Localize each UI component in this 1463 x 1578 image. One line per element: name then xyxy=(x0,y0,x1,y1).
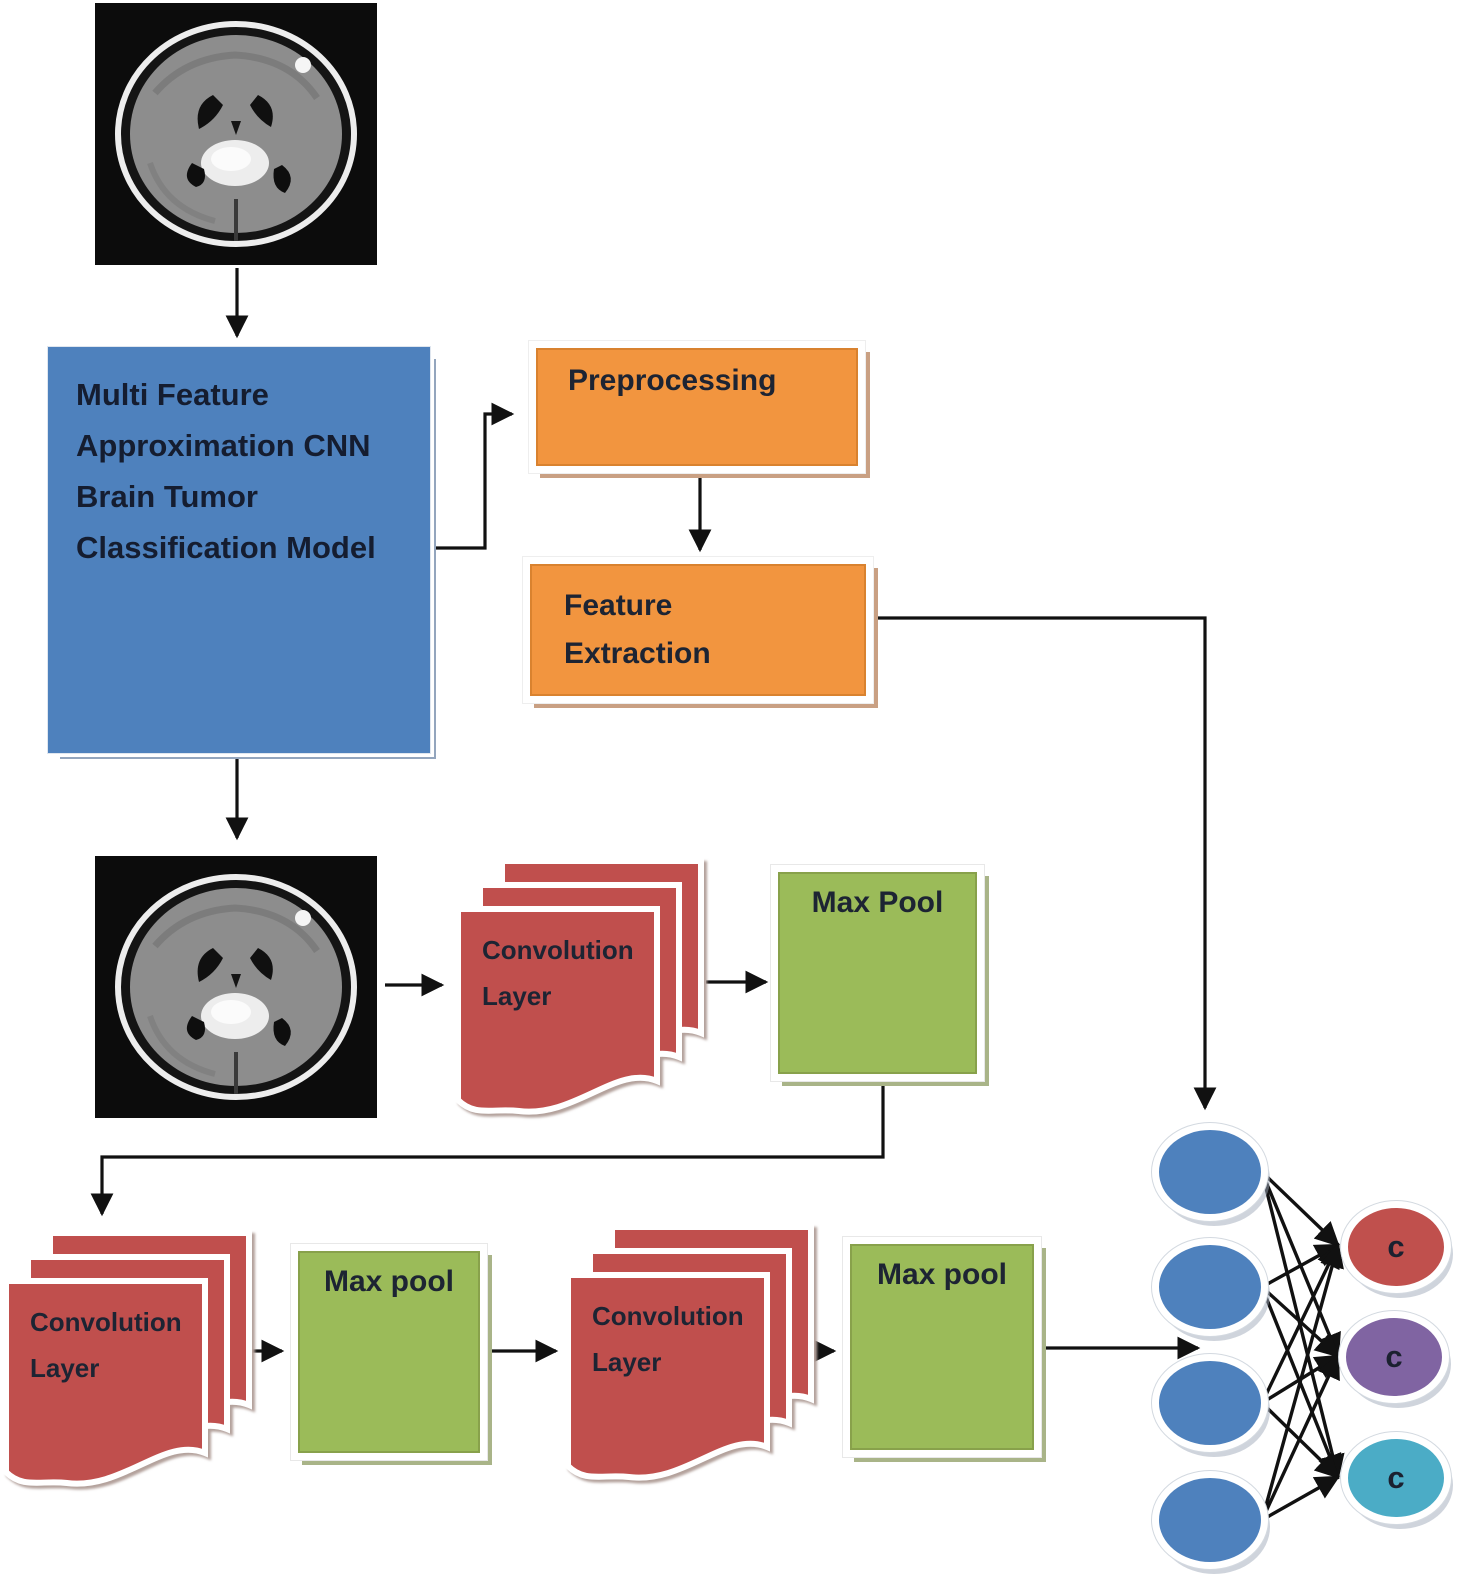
output-node-label: c xyxy=(1387,1229,1405,1264)
model-title-box: Multi Feature Approximation CNN Brain Tu… xyxy=(47,346,431,754)
convolution-layer-stack-1: Convolution Layer xyxy=(455,858,704,1115)
preprocessing-box: Preprocessing xyxy=(528,340,866,474)
convolution-layer-stack-3: Convolution Layer xyxy=(565,1224,814,1481)
max-pool-box-2: Max pool xyxy=(290,1243,488,1461)
max-pool-box-3: Max pool xyxy=(842,1236,1042,1458)
feature-extraction-label: Feature xyxy=(564,589,673,622)
model-title-line: Approximation CNN xyxy=(76,428,371,463)
feature-extraction-label: Extraction xyxy=(564,637,711,670)
conv-layer-label: Layer xyxy=(482,981,551,1011)
hidden-node-4 xyxy=(1152,1471,1268,1569)
network-edges xyxy=(1260,1170,1345,1522)
conv-layer-label: Convolution xyxy=(592,1301,744,1331)
brain-mri-image-input xyxy=(95,3,377,265)
output-node-label: c xyxy=(1385,1339,1403,1374)
arrow-model-to-preprocessing xyxy=(433,402,515,550)
output-node-class-1: c xyxy=(1341,1201,1451,1293)
output-node-class-3: c xyxy=(1341,1432,1451,1524)
hidden-node-3 xyxy=(1152,1354,1268,1452)
max-pool-box-1: Max Pool xyxy=(770,864,985,1082)
conv-layer-label: Convolution xyxy=(30,1307,182,1337)
model-title-line: Classification Model xyxy=(76,530,376,565)
max-pool-label: Max pool xyxy=(876,1258,1007,1291)
preprocessing-label: Preprocessing xyxy=(568,364,777,397)
max-pool-label: Max Pool xyxy=(811,886,944,919)
output-node-label: c xyxy=(1387,1460,1405,1495)
output-node-class-2: c xyxy=(1339,1311,1449,1403)
model-title-line: Multi Feature xyxy=(76,377,269,412)
feature-extraction-box: Feature Extraction xyxy=(522,556,874,704)
model-title-line: Brain Tumor xyxy=(76,479,258,514)
hidden-node-2 xyxy=(1152,1238,1268,1336)
hidden-node-1 xyxy=(1152,1123,1268,1221)
conv-layer-label: Convolution xyxy=(482,935,634,965)
max-pool-label: Max pool xyxy=(323,1265,454,1298)
conv-layer-label: Layer xyxy=(592,1347,661,1377)
convolution-layer-stack-2: Convolution Layer xyxy=(3,1230,252,1487)
conv-layer-label: Layer xyxy=(30,1353,99,1383)
brain-mri-image-processed xyxy=(95,856,377,1118)
